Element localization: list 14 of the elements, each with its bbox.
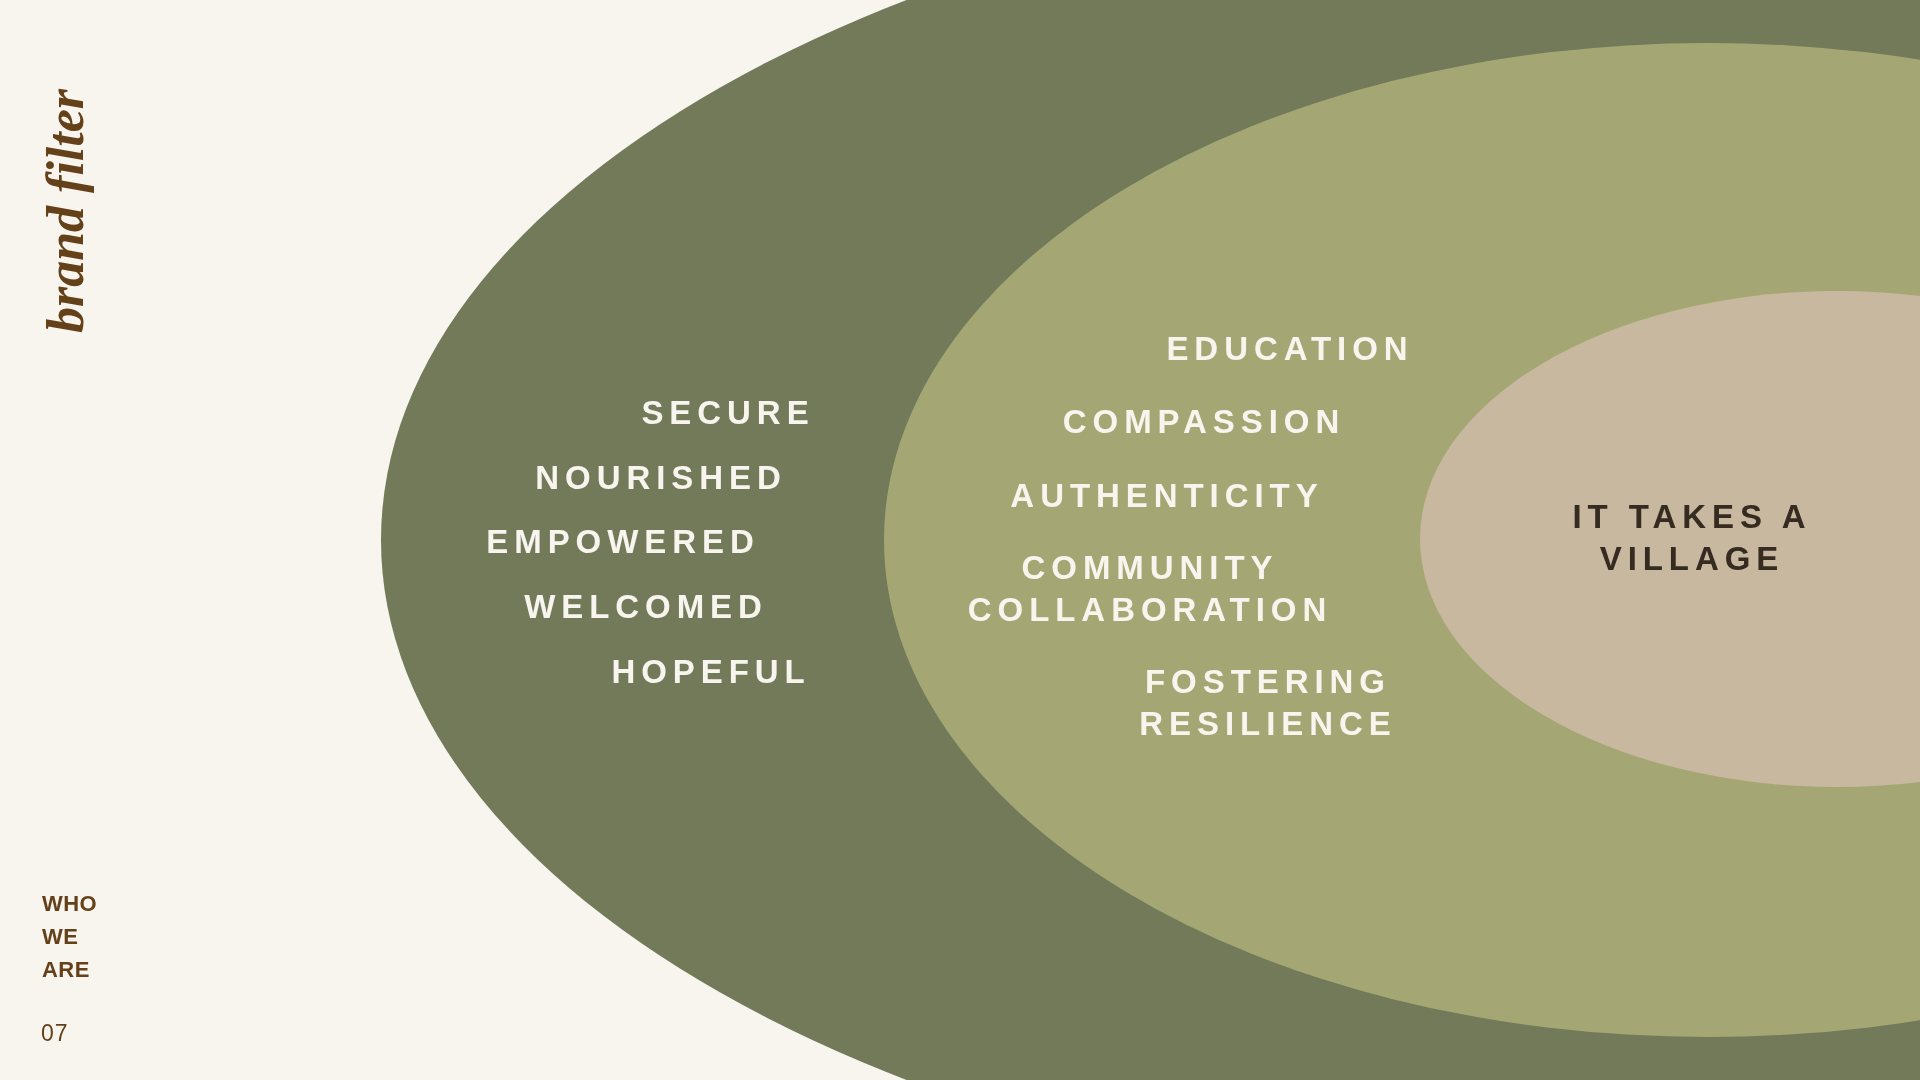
core-statement: IT TAKES A VILLAGE: [1571, 497, 1813, 579]
value-word: HOPEFUL: [611, 652, 811, 692]
value-word: SECURE: [641, 393, 815, 433]
section-label: WHO WE ARE: [42, 890, 99, 984]
value-word: COMPASSION: [1062, 402, 1346, 442]
value-word: EDUCATION: [1166, 329, 1414, 369]
value-word: FOSTERING RESILIENCE: [1138, 662, 1398, 744]
slide-title: brand filter: [40, 88, 92, 334]
value-word: AUTHENTICITY: [1010, 476, 1324, 516]
value-word: WELCOMED: [524, 587, 768, 627]
page-number: 07: [41, 1022, 69, 1045]
value-word: COMMUNITY COLLABORATION: [966, 548, 1334, 630]
value-word: EMPOWERED: [486, 522, 760, 562]
value-word: NOURISHED: [535, 458, 787, 498]
